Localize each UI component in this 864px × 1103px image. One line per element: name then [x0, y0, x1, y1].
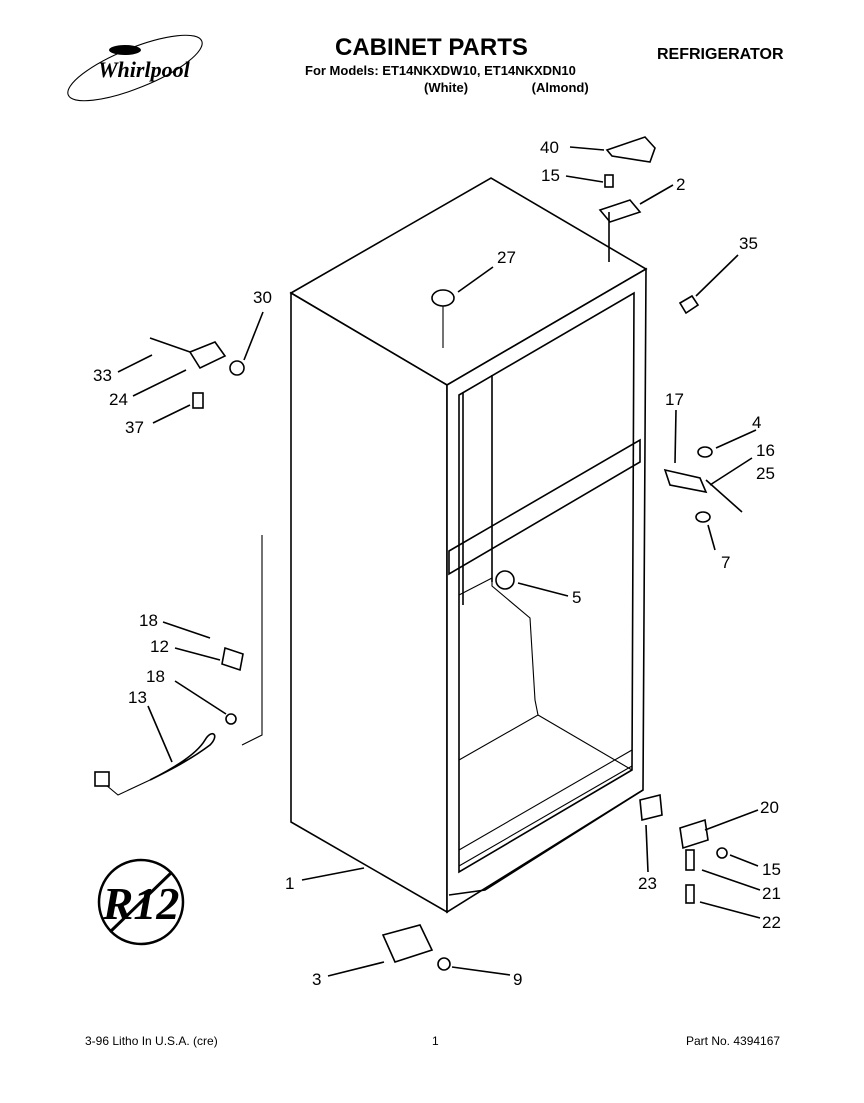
callout-15-top: 15: [541, 166, 560, 185]
models-line: For Models: ET14NKXDW10, ET14NKXDN10: [305, 63, 576, 78]
footer-litho: 3-96 Litho In U.S.A. (cre): [85, 1034, 218, 1048]
callout-27: 27: [497, 248, 516, 267]
callouts: 40 15 2 35 27 30 33 24 37 17 4 16 25 7 5…: [93, 138, 781, 989]
footer-page-number: 1: [432, 1034, 439, 1048]
category-label: REFRIGERATOR: [657, 46, 784, 63]
part-27-button: [431, 289, 455, 348]
r12-badge: R12: [97, 858, 185, 946]
leader-lines: [117, 146, 761, 977]
callout-20: 20: [760, 798, 779, 817]
whirlpool-logo: Whirlpool: [67, 34, 203, 102]
callout-40: 40: [540, 138, 559, 157]
variants-line: (White) (Almond): [424, 80, 589, 95]
callout-35: 35: [739, 234, 758, 253]
callout-7: 7: [721, 553, 730, 572]
callout-13: 13: [128, 688, 147, 707]
parts-30-33-24-37: [149, 337, 245, 409]
callout-16: 16: [756, 441, 775, 460]
parts-18-12-13-cord: [94, 535, 263, 796]
callout-1: 1: [285, 874, 294, 893]
callout-24: 24: [109, 390, 128, 409]
callout-17: 17: [665, 390, 684, 409]
callout-30: 30: [253, 288, 272, 307]
parts-20-15-21-22-23: [639, 793, 728, 904]
cabinet-body: [289, 177, 648, 914]
part-2-hinge-top: [598, 199, 642, 262]
part-5-knob: [495, 570, 515, 590]
callout-3: 3: [312, 970, 321, 989]
callout-37: 37: [125, 418, 144, 437]
callout-5: 5: [572, 588, 581, 607]
footer-part-number: Part No. 4394167: [686, 1034, 781, 1048]
callout-12: 12: [150, 637, 169, 656]
callout-21: 21: [762, 884, 781, 903]
callout-2: 2: [676, 175, 685, 194]
page-title: CABINET PARTS: [335, 34, 528, 61]
brand-wordmark: Whirlpool: [98, 57, 191, 82]
part-40-cover: [605, 136, 656, 163]
callout-18-lower: 18: [146, 667, 165, 686]
callout-18-upper: 18: [139, 611, 158, 630]
parts-17-4-16-25-7: [663, 446, 743, 523]
part-35-plug: [678, 294, 700, 315]
part-15-screw-top: [604, 174, 614, 188]
callout-23: 23: [638, 874, 657, 893]
callout-15-bottom: 15: [762, 860, 781, 879]
callout-22: 22: [762, 913, 781, 932]
callout-33: 33: [93, 366, 112, 385]
callout-25: 25: [756, 464, 775, 483]
callout-4: 4: [752, 413, 761, 432]
parts-3-9-roller: [381, 924, 451, 971]
callout-9: 9: [513, 970, 522, 989]
